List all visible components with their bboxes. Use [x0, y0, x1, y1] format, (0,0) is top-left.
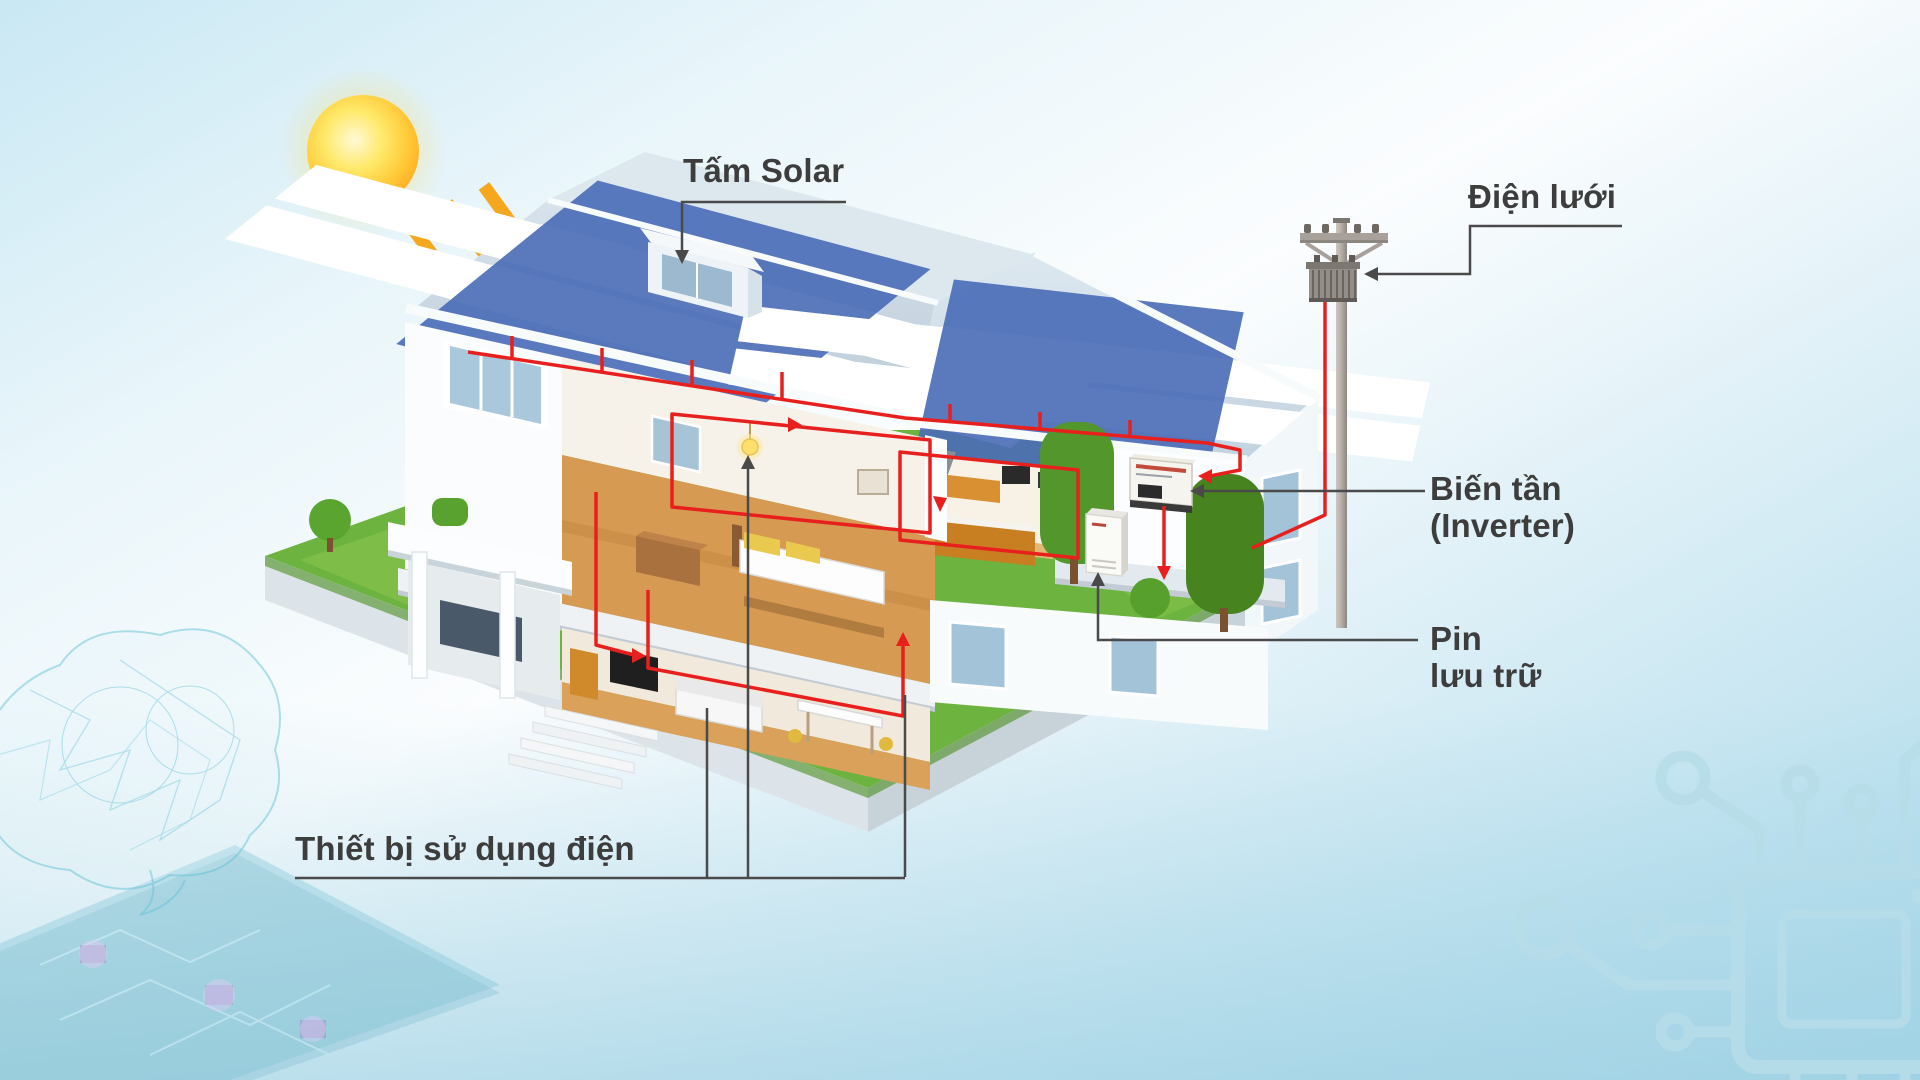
label-inverter: Biến tần (Inverter): [1430, 470, 1575, 545]
inverter-device: [1129, 454, 1196, 513]
label-battery-line2: lưu trữ: [1430, 657, 1542, 695]
utility-pole-icon: [1300, 218, 1388, 628]
label-battery-line1: Pin: [1430, 620, 1482, 657]
balcony: [388, 498, 572, 596]
dormer: [640, 228, 764, 318]
solar-wiring-arrowheads: [632, 417, 1212, 663]
brain-wireframe-decoration: [0, 628, 281, 916]
light-bulb-icon: [737, 420, 763, 460]
wall-ground-right: [930, 600, 1268, 730]
connector-pin: [1096, 584, 1418, 642]
label-grid-power-text: Điện lưới: [1468, 178, 1617, 215]
label-connectors: [295, 200, 1622, 880]
connector-tam-solar: [680, 200, 846, 252]
connector-dien-luoi: [1376, 224, 1622, 276]
solar-array-right: [925, 328, 1233, 440]
label-grid-power: Điện lưới: [1468, 178, 1616, 215]
label-inverter-line1: Biến tần: [1430, 470, 1562, 507]
label-consumer-devices: Thiết bị sử dụng điện: [295, 830, 635, 867]
label-inverter-line2: (Inverter): [1430, 507, 1576, 545]
wall-2f-left: [405, 322, 562, 604]
label-consumer-devices-text: Thiết bị sử dụng điện: [295, 830, 635, 867]
label-battery: Pin lưu trữ: [1430, 620, 1542, 695]
porch: [408, 551, 659, 790]
circuit-board-decoration: [0, 845, 500, 1080]
label-solar-panel-text: Tấm Solar: [683, 152, 845, 189]
solar-wiring-red: [467, 302, 1327, 718]
connector-thiet-bi: [295, 462, 907, 880]
living-dining-room: [562, 628, 930, 790]
battery-device: [1085, 508, 1128, 577]
label-solar-panel: Tấm Solar: [683, 152, 844, 189]
transformer: [1306, 255, 1360, 302]
chip-circuit-decoration: [1513, 739, 1920, 1080]
label-connector-arrowheads: [675, 250, 1378, 586]
